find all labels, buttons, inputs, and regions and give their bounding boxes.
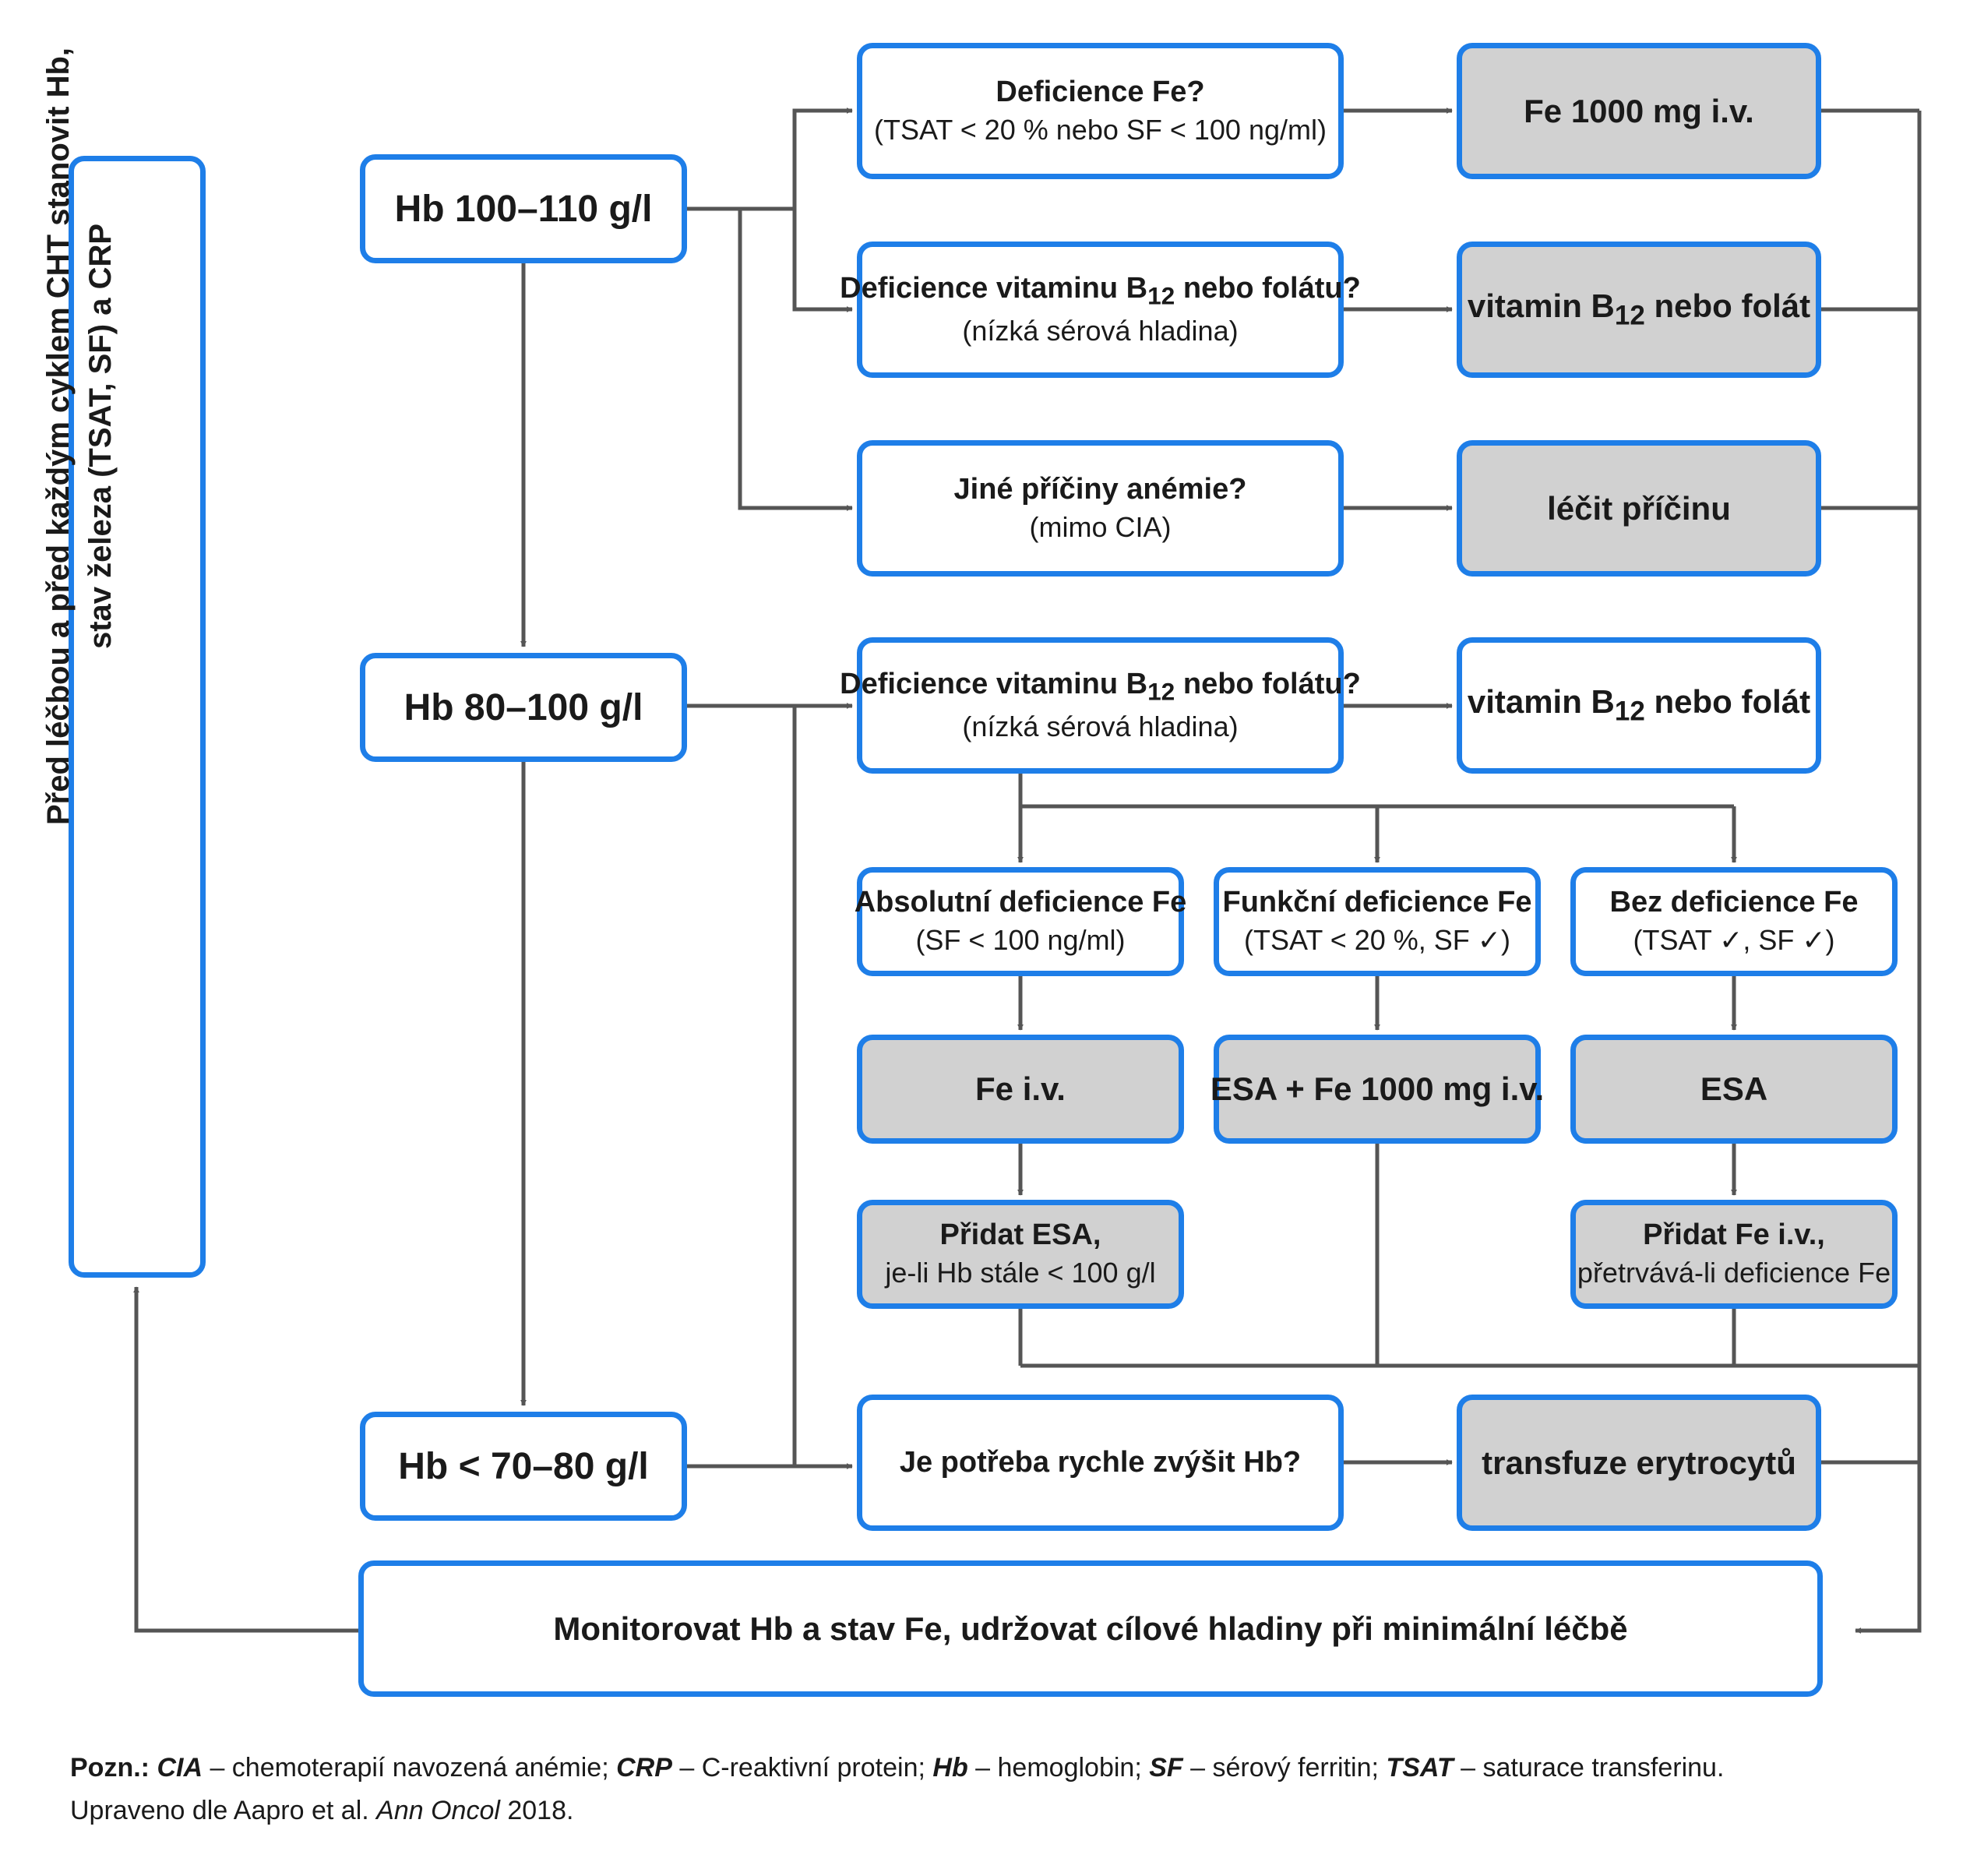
pre-treatment-line1: Před léčbou a před každým cyklem CHT sta…: [41, 47, 76, 826]
hb-100-110-box: Hb 100–110 g/l: [360, 154, 687, 263]
no-fe-sub: (TSAT ✓, SF ✓): [1633, 924, 1835, 957]
add-esa-sub: je-li Hb stále < 100 g/l: [885, 1257, 1156, 1289]
question-other-sub: (mimo CIA): [1029, 510, 1172, 543]
question-fe-title: Deficience Fe?: [996, 75, 1205, 108]
functional-fe-sub: (TSAT < 20 %, SF ✓): [1244, 924, 1510, 957]
hb1-to-b12-arrow: [792, 209, 853, 312]
treatment-b12-sub: 12: [1614, 300, 1645, 331]
footnote-journal: Ann Oncol: [376, 1796, 500, 1825]
treatment-fe-iv: Fe i.v.: [857, 1035, 1184, 1144]
absolute-fe-deficiency: Absolutní deficience Fe (SF < 100 ng/ml): [854, 867, 1187, 976]
add-fe-title: Přidat Fe i.v.,: [1643, 1218, 1825, 1251]
footnote-line1: Pozn.: CIA – chemoterapií navozená anémi…: [70, 1753, 1724, 1783]
no-fe-title: Bez deficience Fe: [1609, 886, 1859, 919]
hb-100-110-label: Hb 100–110 g/l: [394, 188, 653, 230]
footnote-label: Pozn.:: [70, 1753, 150, 1783]
treatment-b12-folate-2: vitamin B12 nebo folát: [1457, 637, 1821, 774]
treatment-transfusion: transfuze erytrocytů: [1457, 1395, 1821, 1531]
treatment-fe-1000-label: Fe 1000 mg i.v.: [1524, 92, 1754, 129]
add-fe-sub: přetrvává-li deficience Fe: [1577, 1257, 1891, 1289]
hb-80-100-label: Hb 80–100 g/l: [404, 686, 643, 728]
absolute-fe-title: Absolutní deficience Fe: [854, 886, 1187, 919]
pre-treatment-text: Před léčbou a před každým cyklem CHT sta…: [9, 47, 150, 826]
question-b12-title-sub: 12: [1147, 281, 1175, 310]
treatment-b12-2-sub: 12: [1614, 696, 1645, 727]
footnote-text-hb: – hemoglobin;: [967, 1753, 1150, 1783]
hb-80-100-box: Hb 80–100 g/l: [360, 653, 687, 762]
hb-below-70-80-label: Hb < 70–80 g/l: [398, 1445, 649, 1487]
treatment-cause-label: léčit příčinu: [1547, 489, 1731, 527]
treatment-b12-post: nebo folát: [1644, 287, 1811, 325]
footnote-text-tsat: – saturace transferinu.: [1453, 1753, 1725, 1783]
question-b12-deficiency-2: Deficience vitaminu B12 nebo folátu? (ní…: [840, 637, 1361, 774]
treatment-b12-2-pre: vitamin B: [1467, 683, 1615, 721]
footnote-items: CIA – chemoterapií navozená anémie; CRP …: [157, 1753, 1724, 1783]
monitor-box: Monitorovat Hb a stav Fe, udržovat cílov…: [358, 1560, 1823, 1697]
absolute-fe-sub: (SF < 100 ng/ml): [915, 924, 1126, 957]
question-b12-title-post: nebo folátu?: [1175, 271, 1361, 305]
treatment-esa-fe-label: ESA + Fe 1000 mg i.v.: [1210, 1070, 1545, 1107]
treatment-b12-folate: vitamin B12 nebo folát: [1457, 242, 1821, 378]
functional-fe-title: Funkční deficience Fe: [1222, 886, 1532, 919]
question-b12-deficiency: Deficience vitaminu B12 nebo folátu? (ní…: [840, 242, 1361, 378]
footnote-abbr-cia: CIA: [157, 1753, 203, 1783]
treatment-b12-folate-2-label: vitamin B12 nebo folát: [1468, 683, 1810, 727]
hb1-to-other-arrow: [738, 209, 853, 511]
treatment-esa-label: ESA: [1700, 1070, 1768, 1107]
hb1-to-fe-arrow: [740, 108, 853, 211]
footnote-line2: Upraveno dle Aapro et al. Ann Oncol 2018…: [70, 1796, 573, 1826]
question-b12-2-title-pre: Deficience vitaminu B: [840, 667, 1148, 700]
question-fe-sub: (TSAT < 20 % nebo SF < 100 ng/ml): [874, 113, 1327, 146]
add-esa-title: Přidat ESA,: [939, 1218, 1101, 1251]
question-other-title: Jiné příčiny anémie?: [953, 472, 1247, 506]
footnote-abbr-tsat: TSAT: [1386, 1753, 1454, 1783]
footnote-source-pre: Upraveno dle Aapro et al.: [70, 1796, 377, 1825]
question-b12-sub: (nízká sérová hladina): [962, 314, 1239, 347]
footnote-text-cia: – chemoterapií navozená anémie;: [203, 1753, 617, 1783]
footnote-abbr-sf: SF: [1149, 1753, 1183, 1783]
treatment-transfusion-label: transfuze erytrocytů: [1482, 1444, 1796, 1481]
question-rapid-hb: Je potřeba rychle zvýšit Hb?: [857, 1395, 1344, 1531]
treatment-b12-2-post: nebo folát: [1644, 683, 1811, 721]
question-b12-title-pre: Deficience vitaminu B: [840, 271, 1148, 305]
treatment-esa: ESA: [1570, 1035, 1898, 1144]
footnote-text-crp: – C-reaktivní protein;: [671, 1753, 933, 1783]
treatment-cause: léčit příčinu: [1457, 440, 1821, 577]
treatment-esa-fe: ESA + Fe 1000 mg i.v.: [1210, 1035, 1545, 1144]
question-other-causes: Jiné příčiny anémie? (mimo CIA): [857, 440, 1344, 577]
footnote-source-post: 2018.: [499, 1796, 574, 1825]
question-b12-2-title-post: nebo folátu?: [1175, 667, 1361, 700]
question-b12-2-title: Deficience vitaminu B12 nebo folátu?: [840, 665, 1361, 708]
footnote-abbr-hb: Hb: [932, 1753, 968, 1783]
question-rapid-hb-title: Je potřeba rychle zvýšit Hb?: [899, 1445, 1302, 1479]
monitor-to-pretreatment-arrow: [133, 1286, 358, 1633]
treatment-b12-pre: vitamin B: [1467, 287, 1615, 325]
treatment-fe-1000: Fe 1000 mg i.v.: [1457, 43, 1821, 179]
footnote-text-sf: – sérový ferritin;: [1182, 1753, 1387, 1783]
question-b12-title: Deficience vitaminu B12 nebo folátu?: [840, 270, 1361, 312]
right-collector-arrow: [1855, 111, 1922, 1634]
treatment-b12-folate-label: vitamin B12 nebo folát: [1468, 287, 1810, 331]
pre-treatment-box: [69, 156, 206, 1278]
question-b12-2-sub: (nízká sérová hladina): [962, 710, 1239, 742]
question-b12-2-title-sub: 12: [1147, 677, 1175, 706]
pre-treatment-line2: stav železa (TSAT, SF) a CRP: [83, 223, 118, 650]
add-fe-box: Přidat Fe i.v., přetrvává-li deficience …: [1570, 1200, 1898, 1309]
no-fe-deficiency: Bez deficience Fe (TSAT ✓, SF ✓): [1570, 867, 1898, 976]
add-esa-box: Přidat ESA, je-li Hb stále < 100 g/l: [857, 1200, 1184, 1309]
functional-fe-deficiency: Funkční deficience Fe (TSAT < 20 %, SF ✓…: [1214, 867, 1541, 976]
treatment-fe-iv-label: Fe i.v.: [975, 1070, 1066, 1107]
footnote-abbr-crp: CRP: [616, 1753, 672, 1783]
hb-below-70-80-box: Hb < 70–80 g/l: [360, 1412, 687, 1521]
monitor-label: Monitorovat Hb a stav Fe, udržovat cílov…: [553, 1610, 1628, 1647]
question-fe-deficiency: Deficience Fe? (TSAT < 20 % nebo SF < 10…: [857, 43, 1344, 179]
